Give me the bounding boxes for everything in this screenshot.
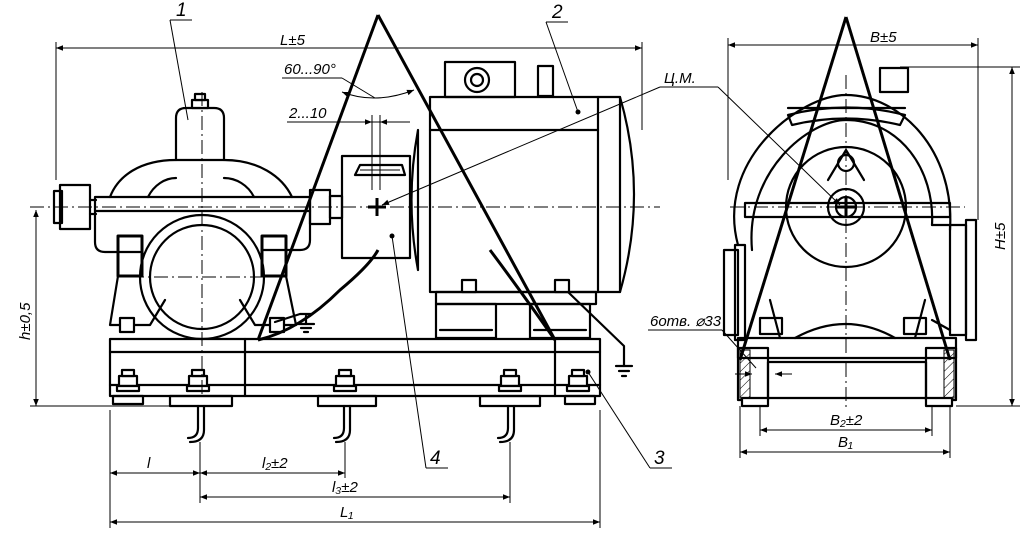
- base-width-label: B₁: [838, 434, 853, 451]
- overall-length-label: L±5: [280, 32, 306, 49]
- anchor-bolts: [186, 404, 516, 444]
- end-sling-triangle: [738, 16, 952, 361]
- callout-frame: 3: [654, 448, 665, 469]
- dim-l1-label: L₁: [340, 504, 353, 521]
- dim-l3-label: l₃±2: [332, 479, 359, 496]
- callout-pump: 1: [176, 0, 187, 21]
- sling-triangle: [256, 14, 557, 342]
- base-frame: [108, 337, 602, 408]
- dims-bottom: l l₂±2 l₃±2 L₁: [109, 410, 601, 528]
- gap-label: 2...10: [288, 105, 327, 122]
- shaft-height-label: h±0,5: [17, 302, 34, 340]
- dim-gap: 2...10: [287, 105, 410, 190]
- end-base: [736, 316, 958, 408]
- dim-overall-length: L±5: [55, 32, 643, 180]
- holes-callout: 6отв. ⌀33: [648, 313, 792, 377]
- dim-l2-label: l₂±2: [262, 455, 288, 472]
- coupling-angle-label: 60...90°: [284, 61, 336, 78]
- center-of-mass-label: Ц.М.: [664, 70, 696, 87]
- end-volute: [722, 66, 978, 342]
- center-of-mass-callout: Ц.М.: [381, 70, 841, 206]
- center-of-mass-mark: [368, 198, 386, 216]
- end-view: [722, 16, 978, 410]
- holes-label: 6отв. ⌀33: [650, 313, 722, 330]
- dim-l-label: l: [147, 455, 151, 472]
- side-view: [30, 14, 660, 444]
- motor: [410, 60, 636, 378]
- callout-motor: 2: [551, 2, 563, 23]
- width-top-label: B±5: [870, 29, 897, 46]
- dim-width-top: B±5: [727, 29, 979, 220]
- height-total-label: H±5: [992, 222, 1009, 250]
- base-bolts: [115, 368, 591, 393]
- dim-shaft-height: h±0,5: [17, 210, 170, 407]
- pump: [52, 92, 344, 341]
- base-width-inner-label: B₂±2: [830, 412, 863, 429]
- dim-coupling-angle: 60...90°: [282, 61, 415, 99]
- dim-height-total: H±5: [900, 66, 1020, 407]
- end-center-of-mass-mark: [836, 197, 856, 217]
- dims-end-bottom: B₂±2 B₁: [739, 406, 951, 458]
- callouts: 1 2 3 4: [169, 0, 672, 469]
- callout-coupling-guard: 4: [430, 448, 441, 469]
